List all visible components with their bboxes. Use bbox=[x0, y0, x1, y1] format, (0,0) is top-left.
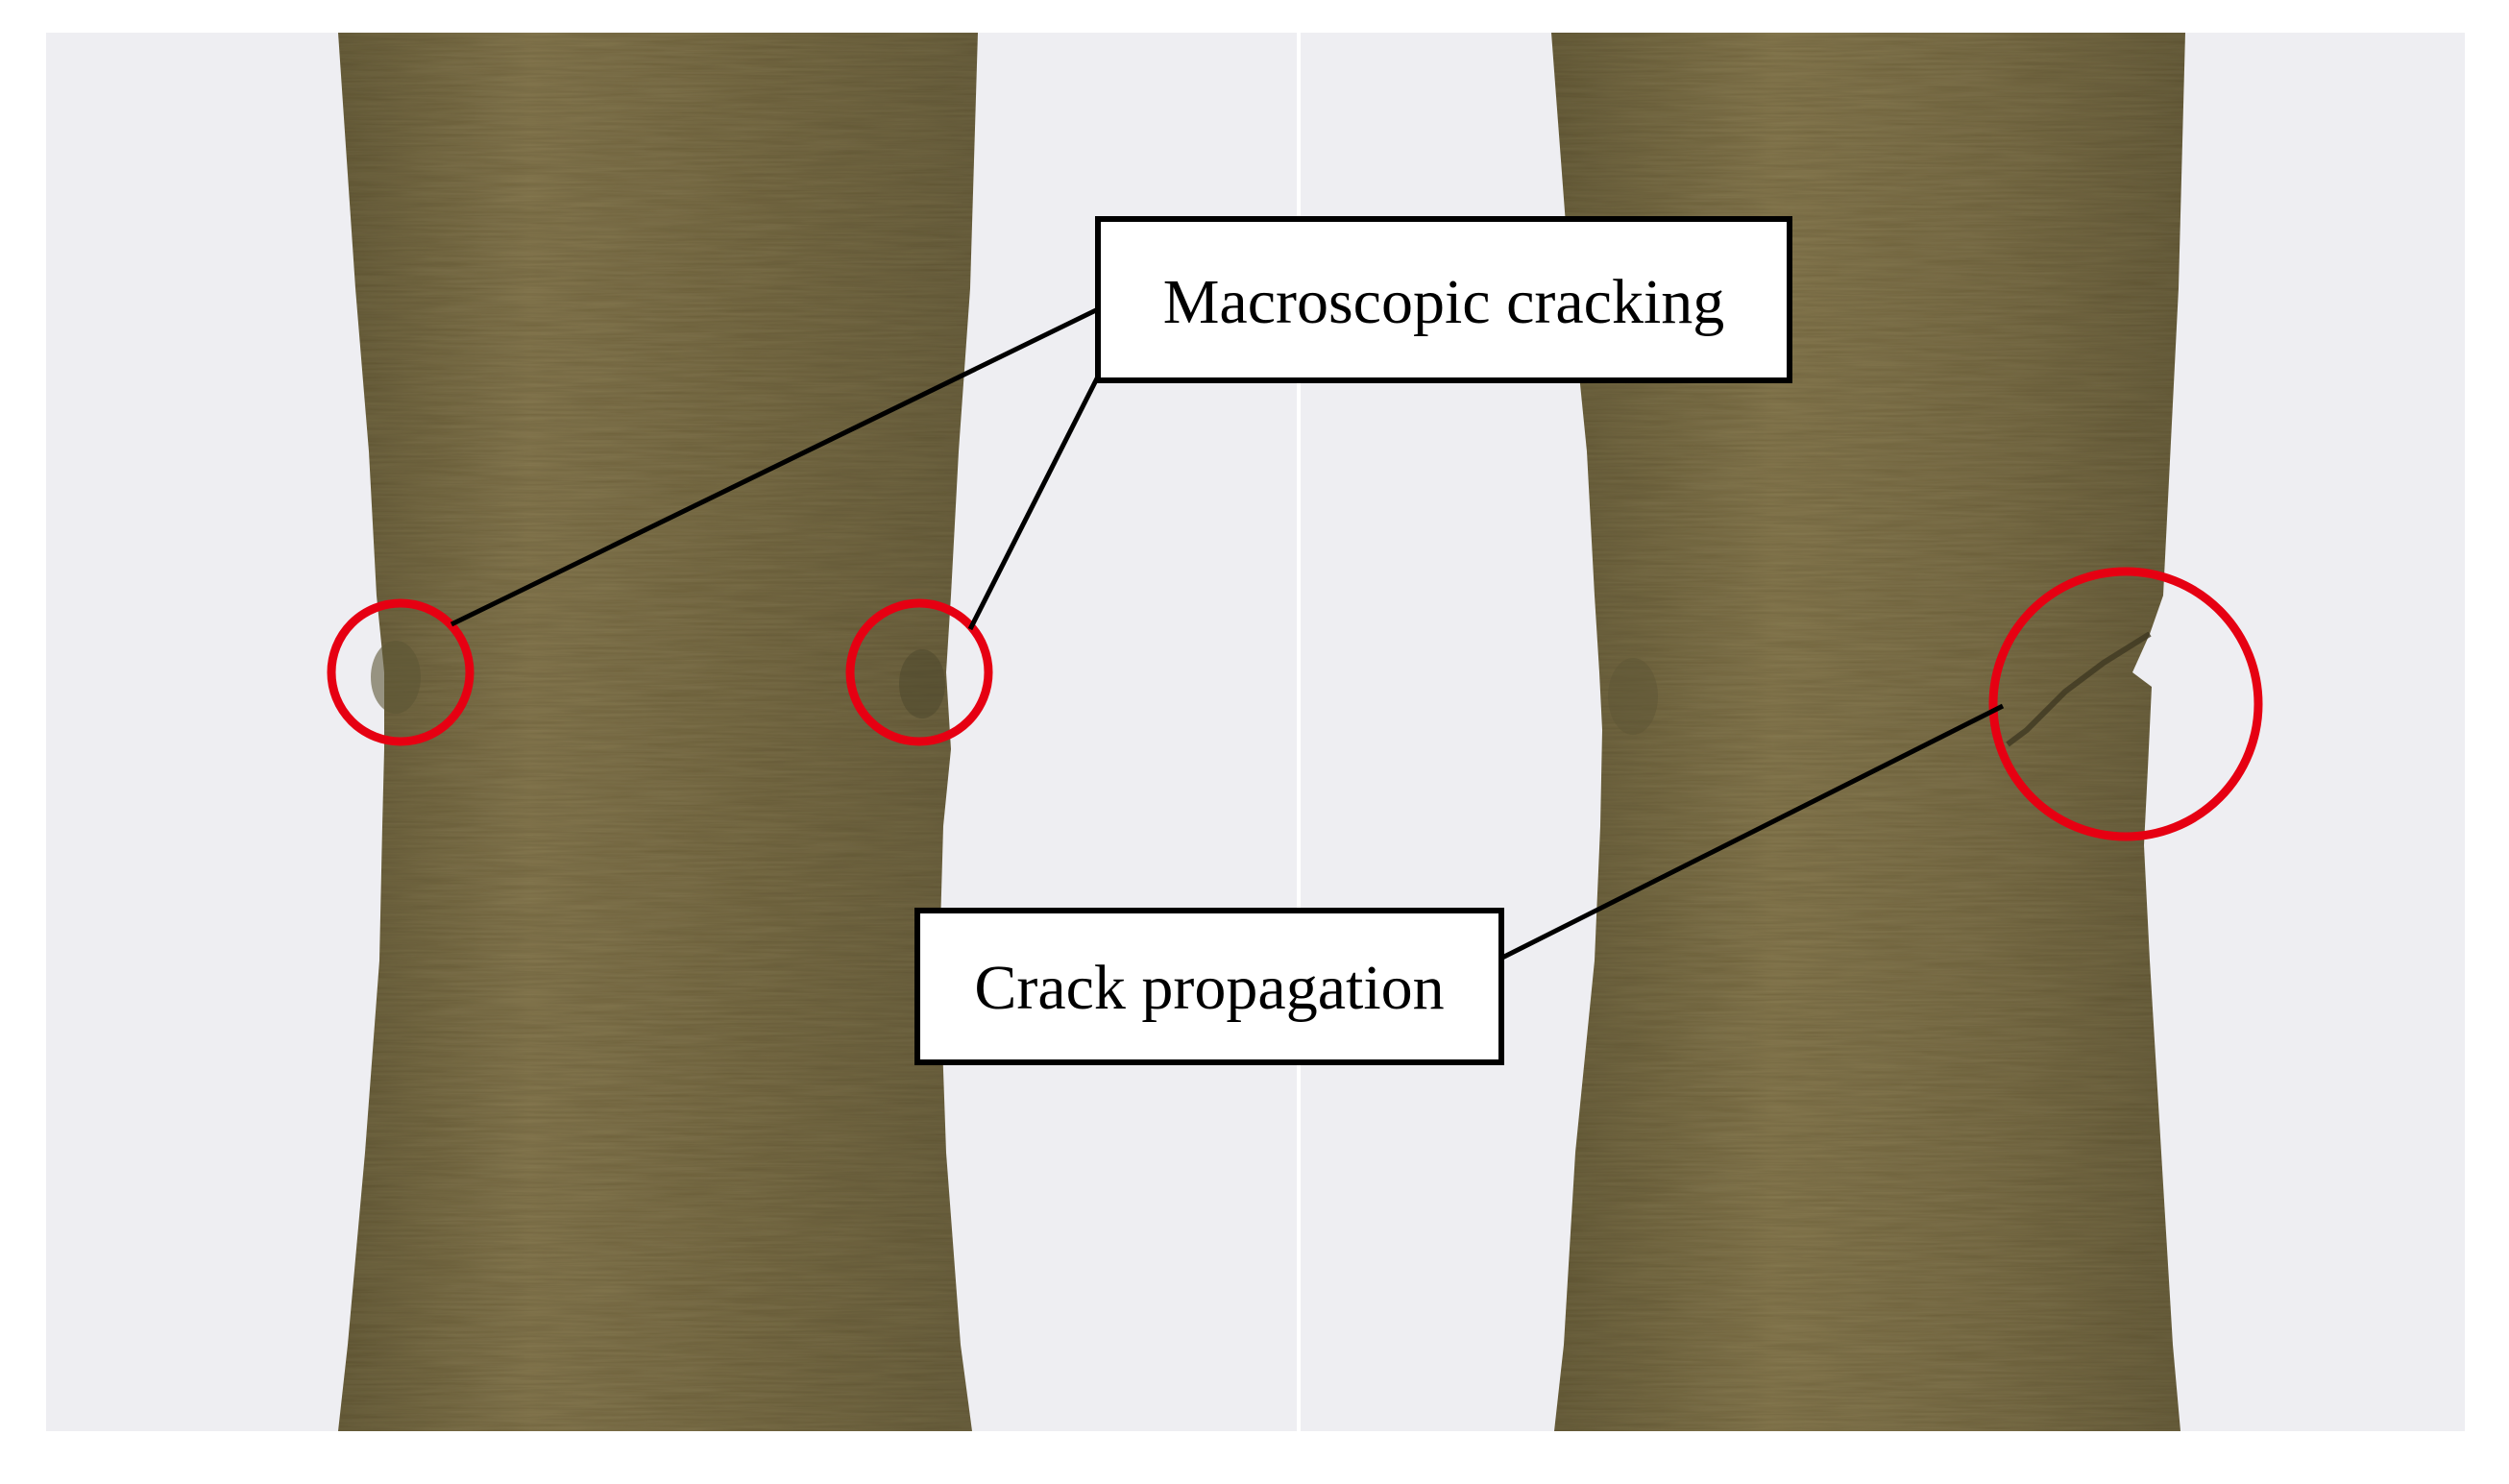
macroscopic-cracking-box bbox=[1095, 216, 1792, 383]
macroscopic-cracking-callout: Macroscopic cracking bbox=[1095, 216, 1792, 383]
right-notch-left-shadow bbox=[1608, 658, 1658, 735]
left-specimen bbox=[338, 33, 978, 1431]
right-edge-crack-marker bbox=[845, 598, 993, 746]
left-edge-crack-marker bbox=[327, 598, 475, 746]
leader-line-left-crack bbox=[450, 306, 1100, 627]
crack-propagation-marker bbox=[1988, 567, 2263, 841]
leader-line-right-crack bbox=[967, 375, 1101, 631]
right-crack bbox=[2006, 631, 2152, 747]
macroscopic-cracking-label: Macroscopic cracking bbox=[1163, 267, 1725, 337]
left-notch-left-shadow bbox=[371, 641, 421, 714]
crack-propagation-box bbox=[914, 908, 1504, 1065]
leader-line-propagation bbox=[1500, 703, 2005, 961]
crack-propagation-callout: Crack propagation bbox=[914, 908, 1504, 1065]
left-notch-right-shadow bbox=[899, 649, 945, 718]
crack-propagation-label: Crack propagation bbox=[974, 953, 1444, 1023]
